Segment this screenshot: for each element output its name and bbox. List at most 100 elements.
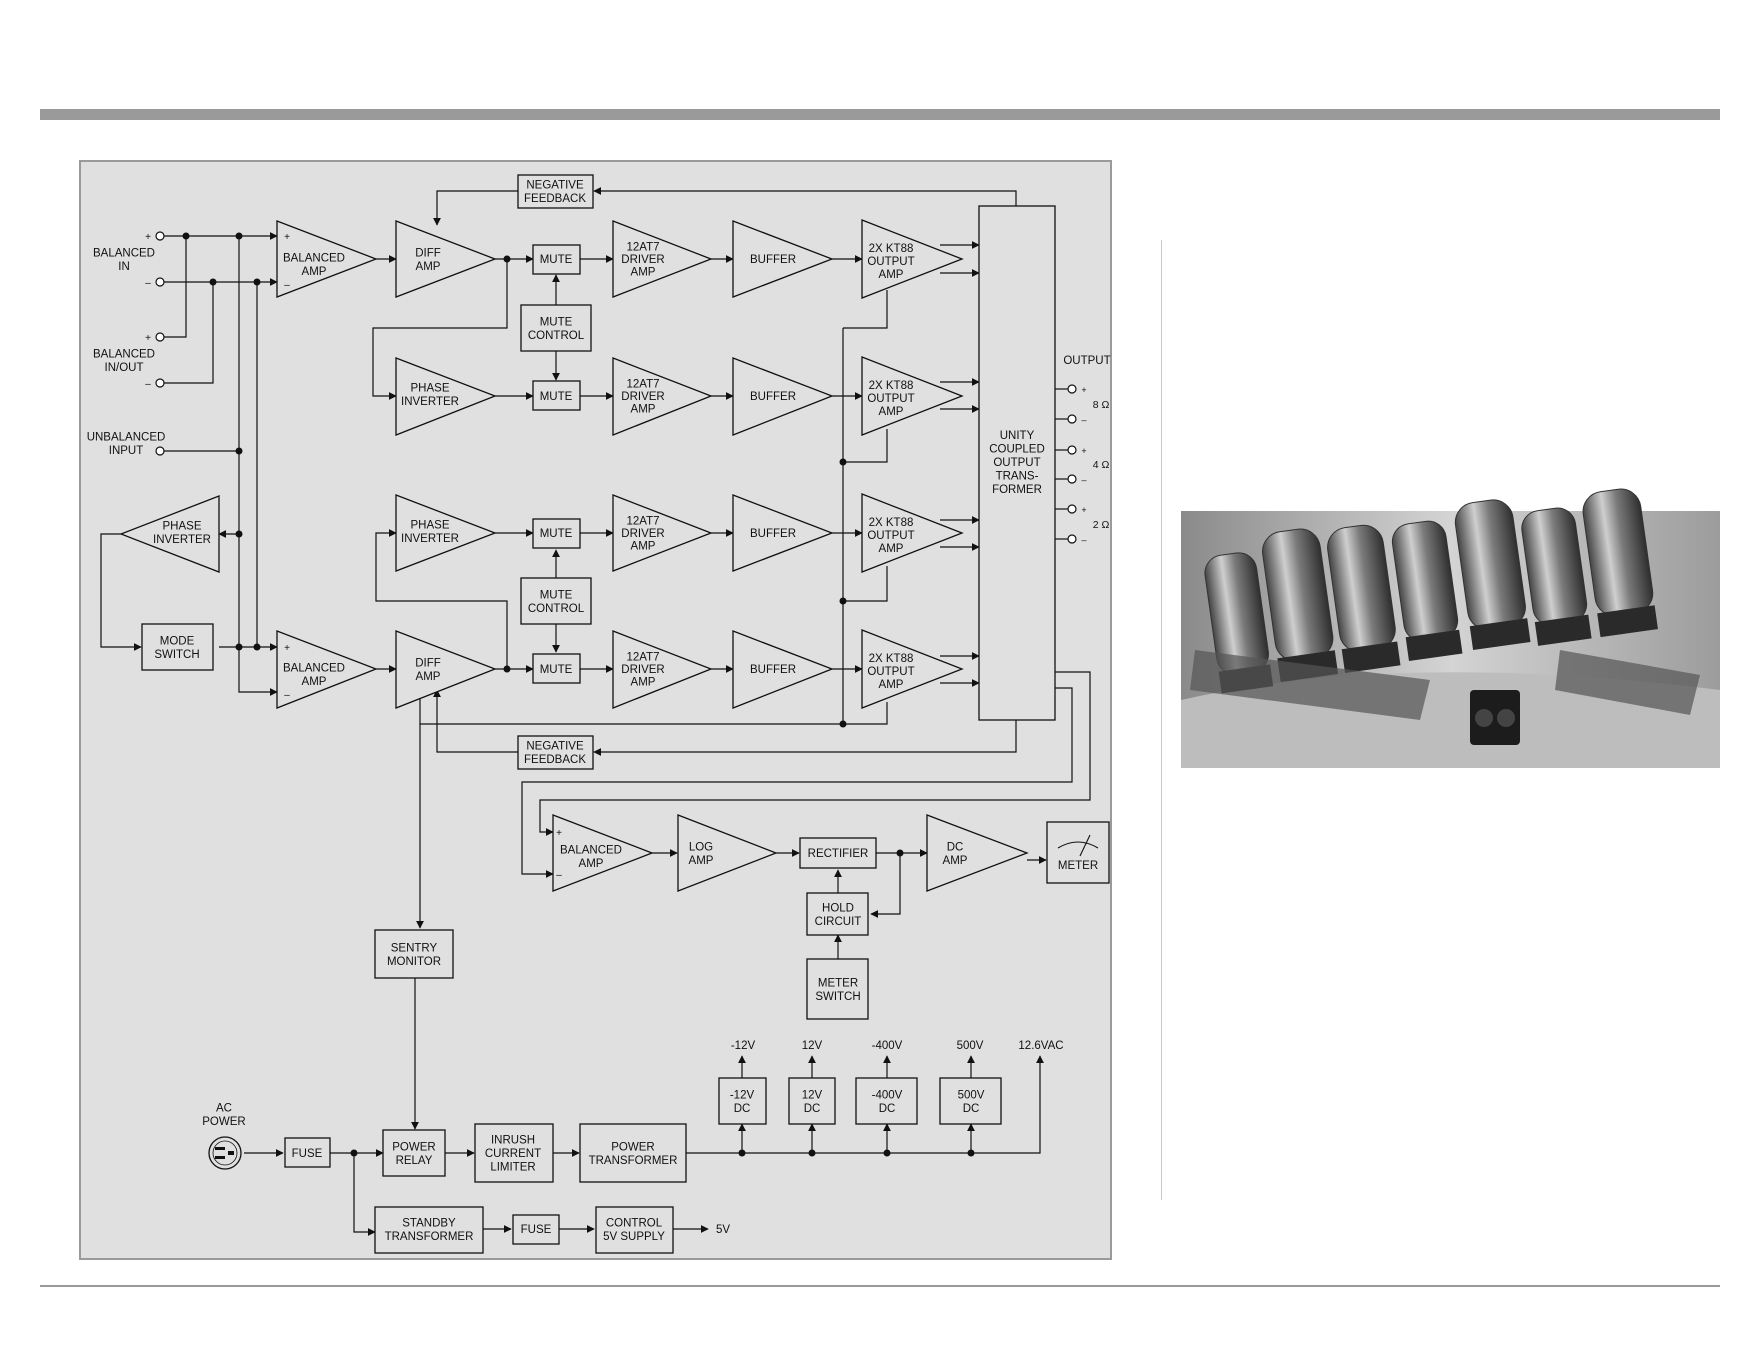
tap-plus: + bbox=[1081, 385, 1086, 395]
driver-amp-label-2-line-1: 12AT7 bbox=[626, 379, 659, 391]
mode-switch-label-line-2: SWITCH bbox=[154, 649, 199, 661]
meter-needle bbox=[1079, 834, 1091, 857]
balanced-amp-label-top-line-1: BALANCED bbox=[283, 252, 345, 264]
negative-feedback-label-top-line-2: FEEDBACK bbox=[524, 193, 586, 205]
output-amp-label-4-line-3: AMP bbox=[879, 679, 904, 691]
hold-circuit-label-line-2: CIRCUIT bbox=[815, 916, 862, 928]
tap-plus: + bbox=[1081, 505, 1086, 515]
mute-control-label-bottom-line-1: MUTE bbox=[540, 589, 573, 601]
phase-inverter-label-input-line-1: PHASE bbox=[163, 520, 202, 532]
balanced-amp-label-bottom-line-2: AMP bbox=[302, 676, 327, 688]
tap-2-label: 2 Ω bbox=[1093, 519, 1110, 531]
plus-sign: + bbox=[556, 828, 562, 839]
control-supply-label-line-1: CONTROL bbox=[606, 1217, 663, 1229]
ac-power-label-line-2: POWER bbox=[202, 1116, 245, 1128]
hold-circuit-label-line-1: HOLD bbox=[822, 902, 854, 914]
balanced-amp-top bbox=[276, 220, 378, 298]
standby-transformer-label-line-1: STANDBY bbox=[402, 1217, 456, 1229]
log-amp-label-line-1: LOG bbox=[689, 841, 713, 853]
buffer-label-2: BUFFER bbox=[750, 391, 796, 403]
minus-sign: – bbox=[284, 280, 290, 291]
balanced-amp-label-bottom-line-1: BALANCED bbox=[283, 662, 345, 674]
driver-amp-label-1-line-2: DRIVER bbox=[621, 254, 664, 266]
plus-sign: + bbox=[284, 232, 290, 243]
buffer-2 bbox=[732, 357, 834, 436]
rectifier-label: RECTIFIER bbox=[808, 848, 869, 860]
plus-sign: + bbox=[284, 643, 290, 654]
inrush-label-line-3: LIMITER bbox=[490, 1162, 535, 1174]
balanced-inout-plus-terminal bbox=[155, 332, 165, 342]
negative-feedback-bottom bbox=[517, 735, 594, 770]
driver-amp-label-4-line-1: 12AT7 bbox=[626, 652, 659, 664]
negative-feedback-label-bottom-line-1: NEGATIVE bbox=[526, 740, 584, 752]
phase-inverter-3 bbox=[395, 494, 497, 572]
dc-supply-neg400v bbox=[855, 1077, 918, 1125]
buffer-4 bbox=[732, 630, 834, 709]
mode-switch-label-line-1: MODE bbox=[160, 635, 195, 647]
column-divider bbox=[1161, 240, 1162, 1200]
buffer-label-1: BUFFER bbox=[750, 254, 796, 266]
mute-4 bbox=[532, 653, 581, 684]
diff-amp-label-top-line-2: AMP bbox=[416, 261, 441, 273]
meter bbox=[1046, 821, 1110, 884]
diff-amp-label-bottom-line-2: AMP bbox=[416, 671, 441, 683]
output-amp-label-1-line-1: 2X KT88 bbox=[869, 243, 914, 255]
meter-scale-arc bbox=[1057, 841, 1099, 849]
output-amp-3 bbox=[861, 493, 964, 573]
buffer-label-4: BUFFER bbox=[750, 664, 796, 676]
dc-supply-neg12v bbox=[718, 1077, 767, 1125]
meter-switch-label-line-2: SWITCH bbox=[815, 991, 860, 1003]
output-amp-label-4-line-1: 2X KT88 bbox=[869, 653, 914, 665]
sentry-monitor-label-line-1: SENTRY bbox=[391, 942, 438, 954]
mute-label-2: MUTE bbox=[540, 391, 573, 403]
output-amp-label-3-line-3: AMP bbox=[879, 543, 904, 555]
power-relay-label-line-2: RELAY bbox=[396, 1155, 433, 1167]
minus-sign: – bbox=[284, 690, 290, 701]
plus-sign: + bbox=[145, 333, 151, 344]
phase-inverter-label-2-line-2: INVERTER bbox=[401, 396, 459, 408]
phase-inverter-label-3-line-1: PHASE bbox=[411, 519, 450, 531]
unbalanced-input-terminal bbox=[155, 446, 165, 456]
negative-feedback-label-top-line-1: NEGATIVE bbox=[526, 179, 584, 191]
mute-control-label-bottom-line-2: CONTROL bbox=[528, 603, 585, 615]
power-relay bbox=[382, 1129, 446, 1177]
output-amp-label-1-line-2: OUTPUT bbox=[867, 256, 914, 268]
minus-sign: – bbox=[145, 278, 151, 289]
diff-amp-label-top-line-1: DIFF bbox=[415, 247, 441, 259]
rail-500v-label: 500V bbox=[957, 1040, 984, 1052]
fuse-main-label: FUSE bbox=[292, 1148, 323, 1160]
phase-inverter-label-3-line-2: INVERTER bbox=[401, 533, 459, 545]
dc-supply-neg400v-label-line-1: -400V bbox=[872, 1089, 903, 1101]
control-5v-supply bbox=[595, 1206, 674, 1254]
output-amp-label-3-line-2: OUTPUT bbox=[867, 530, 914, 542]
diff-amp-label-bottom-line-1: DIFF bbox=[415, 657, 441, 669]
dc-supply-neg12v-label-line-1: -12V bbox=[730, 1089, 755, 1101]
mute-control-bottom bbox=[520, 577, 592, 625]
rail-12v-label: 12V bbox=[802, 1040, 823, 1052]
transformer-label-line-4: TRANS- bbox=[996, 471, 1039, 483]
diff-amp-top bbox=[395, 220, 497, 298]
driver-amp-1 bbox=[612, 220, 713, 298]
inrush-label-line-1: INRUSH bbox=[491, 1135, 535, 1147]
power-transformer-label-line-2: TRANSFORMER bbox=[589, 1155, 678, 1167]
transformer-label-line-3: OUTPUT bbox=[993, 457, 1040, 469]
balanced-in-minus-terminal bbox=[155, 277, 165, 287]
mute-label-4: MUTE bbox=[540, 664, 573, 676]
log-amp bbox=[677, 814, 778, 892]
negative-feedback-top bbox=[517, 174, 594, 209]
sentry-monitor-label-line-2: MONITOR bbox=[387, 956, 441, 968]
tap-4-label: 4 Ω bbox=[1093, 459, 1110, 471]
tap-minus: – bbox=[1081, 415, 1086, 425]
output-amp-label-1-line-3: AMP bbox=[879, 269, 904, 281]
meter-balanced-amp-label-line-2: AMP bbox=[579, 858, 604, 870]
inrush-current-limiter bbox=[474, 1123, 554, 1183]
driver-amp-label-2-line-2: DRIVER bbox=[621, 391, 664, 403]
dc-amp-label-line-1: DC bbox=[947, 841, 964, 853]
minus-sign: – bbox=[145, 379, 151, 390]
driver-amp-label-3-line-3: AMP bbox=[631, 541, 656, 553]
rail-neg12v-label: -12V bbox=[731, 1040, 756, 1052]
fuse-standby-label: FUSE bbox=[521, 1224, 552, 1236]
tap-8-label: 8 Ω bbox=[1093, 399, 1110, 411]
driver-amp-4 bbox=[612, 630, 713, 709]
balanced-in-label-line-1: BALANCED bbox=[93, 247, 155, 259]
